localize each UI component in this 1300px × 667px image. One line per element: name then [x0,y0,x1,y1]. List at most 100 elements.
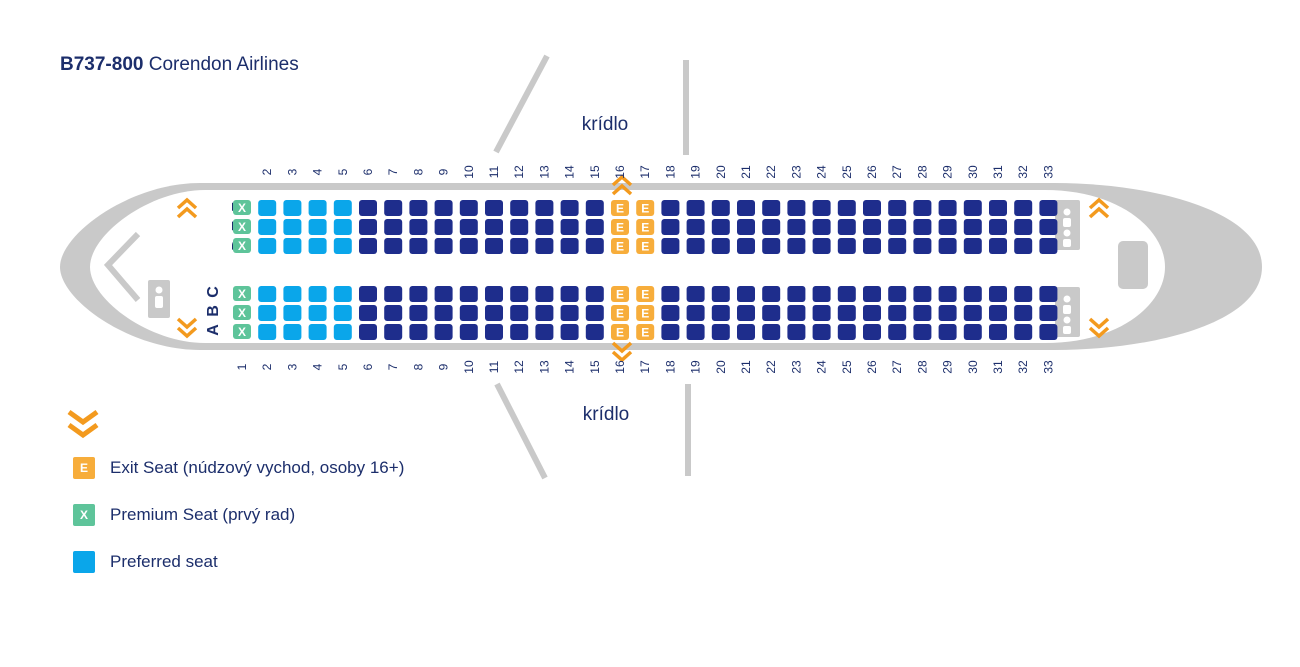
seat-standard[interactable] [1014,305,1033,321]
seat-standard[interactable] [535,286,554,302]
seat-standard[interactable] [989,200,1007,216]
seat-preferred[interactable] [333,219,352,235]
seat-exit[interactable]: E [636,286,655,302]
seat-standard[interactable] [686,219,705,235]
seat-standard[interactable] [812,219,831,235]
seat-standard[interactable] [837,286,856,302]
seat-standard[interactable] [1039,219,1058,235]
seat-standard[interactable] [837,200,856,216]
seat-preferred[interactable] [308,305,327,321]
seat-standard[interactable] [434,200,453,216]
seat-standard[interactable] [938,219,957,235]
seat-premium[interactable]: X [233,238,251,253]
seat-standard[interactable] [510,219,529,235]
seat-standard[interactable] [837,305,856,321]
seat-standard[interactable] [963,305,982,321]
seat-preferred[interactable] [308,286,327,302]
seat-premium[interactable]: X [233,324,251,339]
seat-standard[interactable] [585,305,604,321]
seat-standard[interactable] [459,219,478,235]
seat-standard[interactable] [711,286,730,302]
seat-preferred[interactable] [333,238,352,254]
seat-standard[interactable] [1039,324,1058,340]
seat-standard[interactable] [409,305,428,321]
seat-standard[interactable] [963,200,982,216]
seat-standard[interactable] [409,286,428,302]
seat-standard[interactable] [762,286,781,302]
seat-standard[interactable] [560,238,579,254]
seat-standard[interactable] [762,200,781,216]
seat-standard[interactable] [863,286,881,302]
seat-standard[interactable] [359,286,377,302]
seat-standard[interactable] [1039,200,1058,216]
seat-standard[interactable] [1039,238,1058,254]
seat-standard[interactable] [409,324,428,340]
seat-standard[interactable] [560,305,579,321]
seat-exit[interactable]: E [636,200,655,216]
seat-preferred[interactable] [333,305,352,321]
seat-standard[interactable] [661,324,680,340]
seat-standard[interactable] [888,219,907,235]
seat-preferred[interactable] [308,324,327,340]
seat-standard[interactable] [485,286,503,302]
seat-standard[interactable] [737,324,755,340]
seat-standard[interactable] [459,200,478,216]
seat-standard[interactable] [434,324,453,340]
seat-premium[interactable]: X [233,286,251,301]
seat-standard[interactable] [711,238,730,254]
seat-premium[interactable]: X [233,200,251,215]
seat-preferred[interactable] [258,305,277,321]
seat-standard[interactable] [812,200,831,216]
seat-standard[interactable] [535,219,554,235]
seat-standard[interactable] [863,324,881,340]
seat-standard[interactable] [535,200,554,216]
seat-standard[interactable] [686,305,705,321]
seat-standard[interactable] [762,324,781,340]
seat-preferred[interactable] [283,200,302,216]
seat-standard[interactable] [711,305,730,321]
seat-standard[interactable] [434,286,453,302]
seat-exit[interactable]: E [611,238,629,254]
seat-standard[interactable] [661,286,680,302]
seat-standard[interactable] [485,305,503,321]
seat-standard[interactable] [711,200,730,216]
seat-standard[interactable] [661,305,680,321]
seat-standard[interactable] [989,238,1007,254]
seat-preferred[interactable] [258,200,277,216]
seat-preferred[interactable] [283,324,302,340]
seat-standard[interactable] [812,238,831,254]
seat-standard[interactable] [560,200,579,216]
seat-standard[interactable] [711,324,730,340]
seat-exit[interactable]: E [611,200,629,216]
seat-preferred[interactable] [283,286,302,302]
seat-preferred[interactable] [258,238,277,254]
seat-standard[interactable] [938,305,957,321]
seat-exit[interactable]: E [611,219,629,235]
seat-standard[interactable] [888,324,907,340]
seat-standard[interactable] [409,238,428,254]
seat-standard[interactable] [1014,286,1033,302]
seat-standard[interactable] [485,238,503,254]
seat-standard[interactable] [510,305,529,321]
seat-standard[interactable] [963,238,982,254]
seat-standard[interactable] [787,305,806,321]
seat-standard[interactable] [585,219,604,235]
seat-standard[interactable] [1039,305,1058,321]
seat-standard[interactable] [359,305,377,321]
seat-exit[interactable]: E [636,324,655,340]
seat-exit[interactable]: E [611,305,629,321]
seat-standard[interactable] [1014,219,1033,235]
seat-standard[interactable] [888,286,907,302]
seat-standard[interactable] [459,324,478,340]
seat-standard[interactable] [359,324,377,340]
seat-standard[interactable] [938,238,957,254]
seat-standard[interactable] [963,219,982,235]
seat-standard[interactable] [938,324,957,340]
seat-standard[interactable] [737,286,755,302]
seat-standard[interactable] [585,286,604,302]
seat-standard[interactable] [989,286,1007,302]
seat-standard[interactable] [384,238,403,254]
seat-standard[interactable] [359,238,377,254]
seat-standard[interactable] [585,238,604,254]
seat-standard[interactable] [359,200,377,216]
